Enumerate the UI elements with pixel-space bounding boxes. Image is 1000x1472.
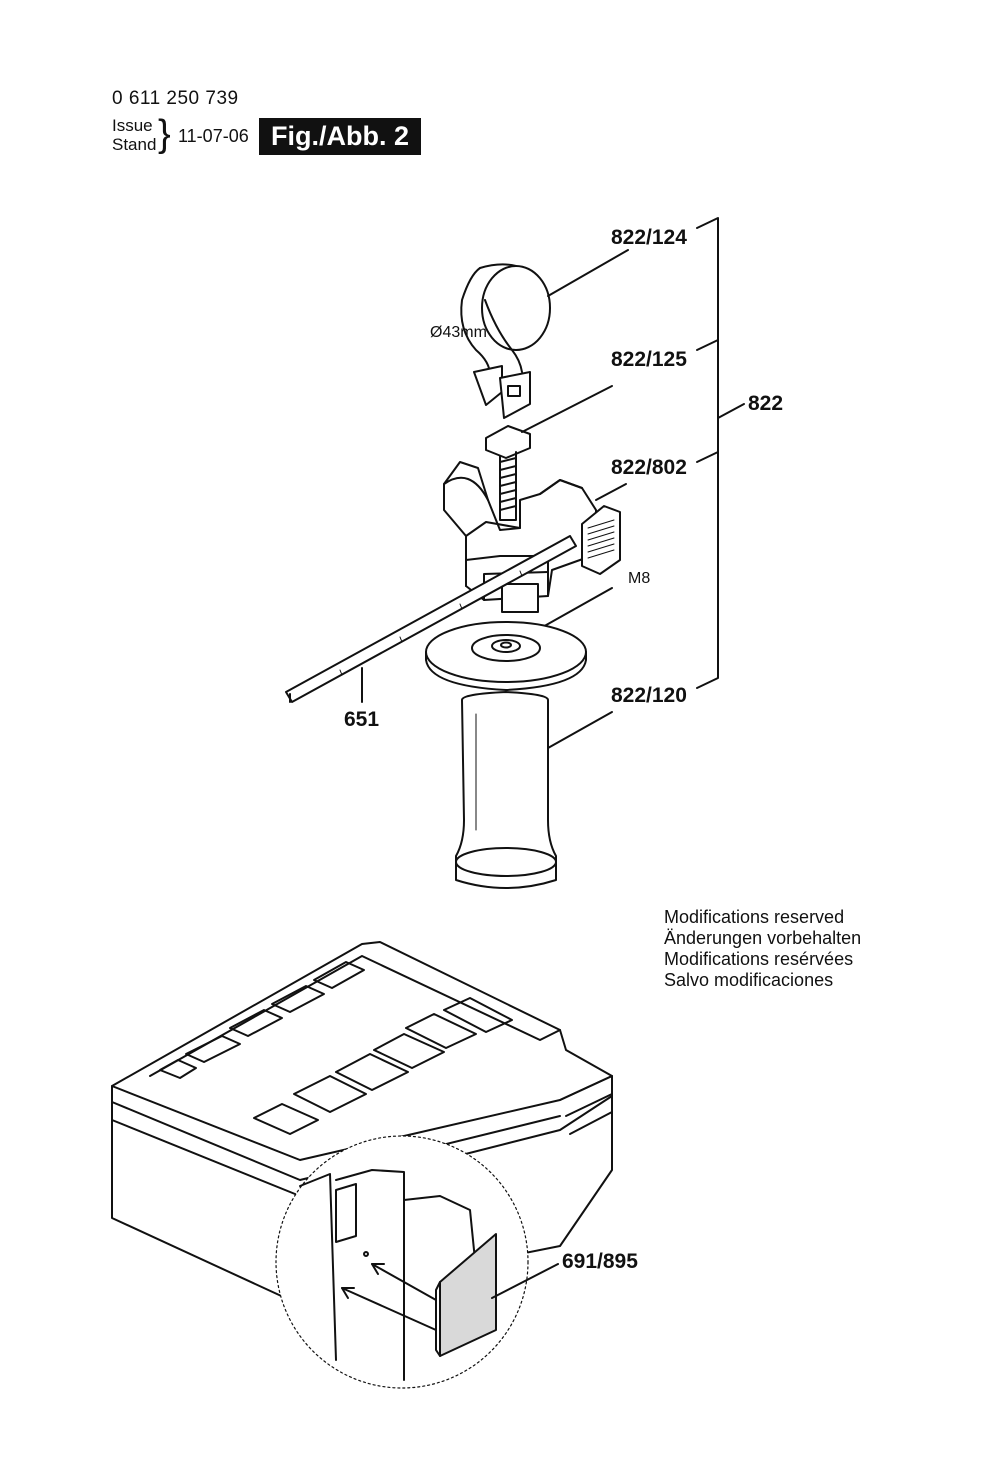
m8-label: M8 [628, 570, 651, 587]
note-de: Änderungen vorbehalten [664, 928, 862, 948]
callout-822-120: 822/120 [611, 684, 687, 707]
note-en: Modifications reserved [664, 907, 845, 927]
figure-label: Fig./Abb. 2 [259, 118, 421, 155]
issue-date: 11-07-06 [178, 126, 249, 146]
handle-part [425, 621, 613, 889]
callout-691-895: 691/895 [562, 1250, 638, 1273]
diameter-label: Ø43mm [430, 324, 487, 341]
holder-body-part [443, 461, 627, 613]
part-number: 0 611 250 739 [112, 88, 239, 109]
issue-label: Issue Stand [112, 116, 156, 154]
group-bracket [696, 217, 745, 689]
note-fr: Modifications resérvées [664, 949, 854, 969]
carry-case [111, 941, 613, 1389]
callout-822-802: 822/802 [611, 456, 687, 479]
issue-line-2: Stand [112, 135, 157, 154]
callout-822-125: 822/125 [611, 348, 687, 371]
issue-line-1: Issue [112, 116, 153, 135]
callout-822-124: 822/124 [611, 226, 687, 249]
t-bolt-part [485, 385, 613, 521]
callout-651: 651 [344, 708, 380, 731]
depth-rod-part [285, 535, 577, 703]
modification-notes: Modifications reserved Änderungen vorbeh… [664, 907, 861, 991]
clamp-band-part [460, 249, 629, 419]
callout-822: 822 [748, 392, 784, 415]
brace-icon: } [158, 113, 171, 155]
note-es: Salvo modificaciones [664, 970, 834, 990]
